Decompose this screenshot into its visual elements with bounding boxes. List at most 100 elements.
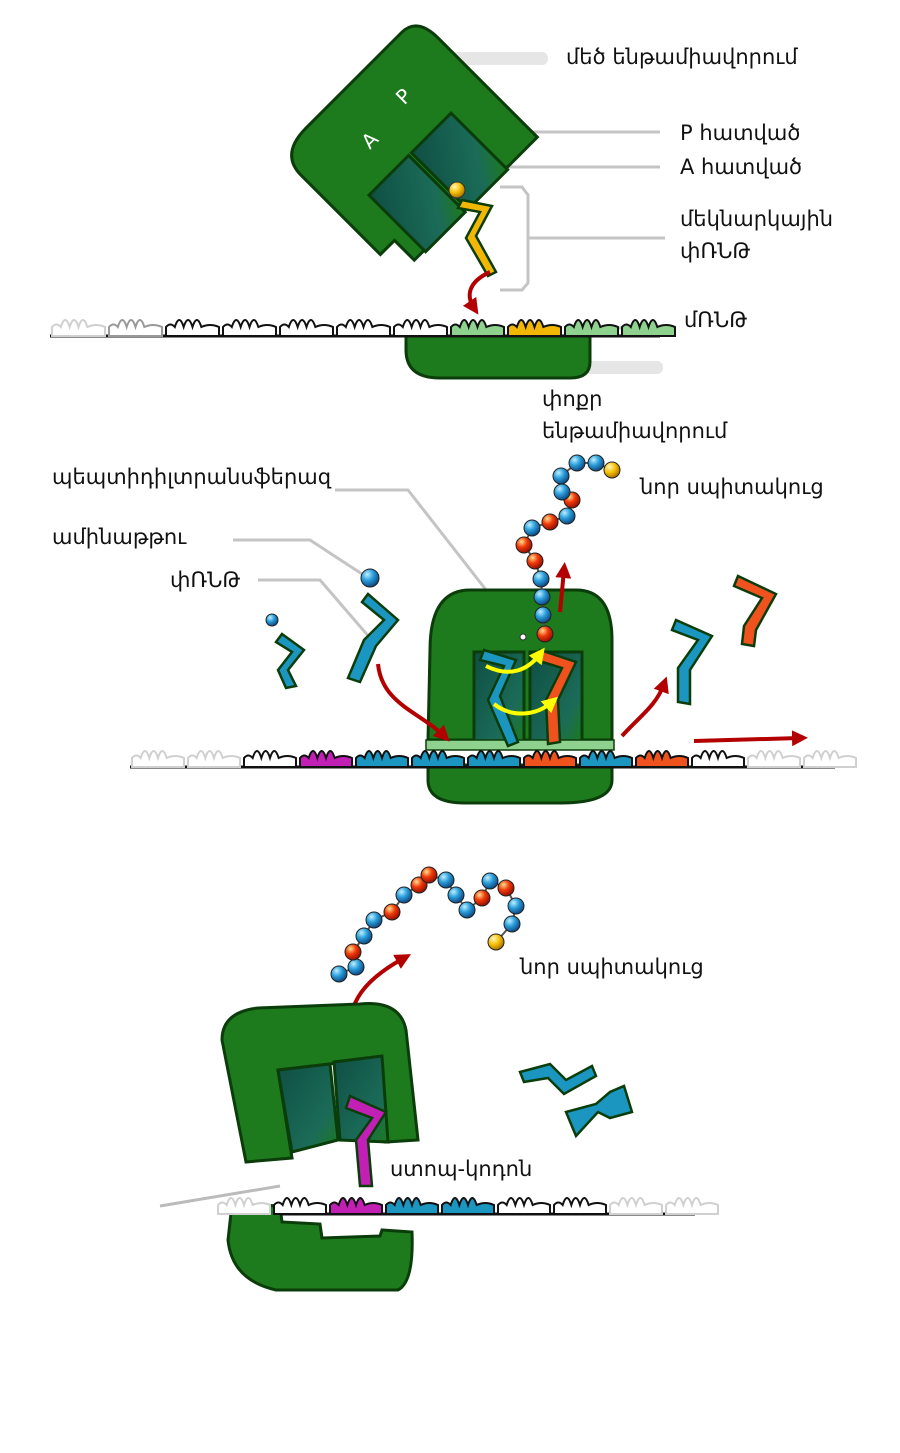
trna-label: փՌՆԹ xyxy=(170,568,240,592)
initiator-trna-label-2: փՌՆԹ xyxy=(680,239,750,263)
mrna2-codon-7 xyxy=(523,750,577,768)
new-protein-label-2: նոր սպիտակուց xyxy=(519,955,704,979)
entry-arrow-icon xyxy=(376,663,450,742)
a-site-pocket xyxy=(366,153,468,254)
peptidyl-transferase-leader xyxy=(335,488,524,637)
chain1-bead-3 xyxy=(532,570,550,588)
chain2-bead-10 xyxy=(447,886,465,904)
stop-codon-label: ստոպ-կոդոն xyxy=(390,1157,532,1181)
peptide-exit-arrow-icon xyxy=(555,562,572,613)
chain1-bead-10 xyxy=(553,483,571,501)
chain1-bead-14 xyxy=(603,461,621,479)
large-subunit xyxy=(290,24,540,263)
mrna3-codon-0 xyxy=(217,1197,271,1215)
chain1-bead-6 xyxy=(523,519,541,537)
initiator-trna xyxy=(456,198,498,278)
mrna1-codon-1 xyxy=(108,319,163,337)
trna-leader xyxy=(258,578,372,639)
mrna-channel xyxy=(425,739,615,751)
mrna2-codon-5 xyxy=(411,750,465,768)
a-site-label: A հատված xyxy=(680,155,802,179)
mrna2-codon-1 xyxy=(187,750,241,768)
small-subunit-label-1: փոքր xyxy=(542,387,602,411)
amino-acid-bead xyxy=(360,568,380,588)
chain2-bead-8 xyxy=(420,866,438,884)
chain2-bead-1 xyxy=(347,958,365,976)
translocation-arrow-icon xyxy=(492,696,559,716)
chain2-bead-0 xyxy=(330,965,348,983)
free-trna-1 xyxy=(518,1062,598,1096)
chain2-bead-2 xyxy=(344,943,362,961)
mrna2-codon-10 xyxy=(691,750,745,768)
mrna2-codon-12 xyxy=(803,750,857,768)
chain2-bead-11 xyxy=(458,901,476,919)
p-site-pocket xyxy=(409,110,510,212)
chain2-bead-14 xyxy=(497,879,515,897)
exit-arrow-icon xyxy=(620,676,669,738)
mrna2-codon-8 xyxy=(579,750,633,768)
mrna2-codon-4 xyxy=(355,750,409,768)
p-site-pocket-3 xyxy=(276,1062,340,1154)
chain2-bead-15 xyxy=(507,897,525,915)
mrna1-codon-7 xyxy=(450,319,505,337)
small-subunit xyxy=(404,334,592,380)
mrna1-codon-5 xyxy=(336,319,391,337)
chain2-bead-17 xyxy=(487,933,505,951)
mrna3-codon-6 xyxy=(553,1197,607,1215)
new-protein-chain-2 xyxy=(330,866,525,983)
mrna1-codon-8 xyxy=(507,319,562,337)
mrna1-codon-2 xyxy=(165,319,220,337)
mrna3-codon-8 xyxy=(665,1197,719,1215)
chain1-bead-4 xyxy=(526,552,544,570)
chain2-bead-3 xyxy=(355,927,373,945)
mrna-strand-3 xyxy=(159,1184,719,1216)
binding-arrow-icon xyxy=(462,270,491,315)
mrna2-codon-2 xyxy=(243,750,297,768)
mrna1-codon-0 xyxy=(51,319,106,337)
p-site-label: P հատված xyxy=(680,121,800,145)
mrna2-codon-0 xyxy=(131,750,185,768)
new-protein-label-1: նոր սպիտակուց xyxy=(639,475,824,499)
incoming-trna xyxy=(346,592,400,684)
mrna3-codon-2 xyxy=(329,1197,383,1215)
chain1-bead-12 xyxy=(568,454,586,472)
chain2-bead-16 xyxy=(503,915,521,933)
chain2-bead-6 xyxy=(395,886,413,904)
chain1-bead-7 xyxy=(541,513,559,531)
mrna3-codon-4 xyxy=(441,1197,495,1215)
initiator-trna-label-1: մեկնարկային xyxy=(680,207,833,231)
mrna2-codon-3 xyxy=(299,750,353,768)
peptidyl-transferase-label: պեպտիդիլտրանսֆերազ xyxy=(52,465,332,489)
panel-elongation xyxy=(130,454,857,805)
free-trna-2 xyxy=(564,1084,634,1139)
mrna3-codon-3 xyxy=(385,1197,439,1215)
free-trna xyxy=(274,632,306,690)
chain2-bead-5 xyxy=(383,903,401,921)
mrna3-codon-1 xyxy=(273,1197,327,1215)
chain1-bead-2 xyxy=(533,588,551,606)
exiting-trna-orange xyxy=(732,574,778,648)
chain2-bead-12 xyxy=(473,889,491,907)
chain1-bead-11 xyxy=(552,467,570,485)
small-subunit-leader xyxy=(585,361,663,374)
mrna-strand-1 xyxy=(50,319,676,338)
mrna1-codon-10 xyxy=(621,319,676,337)
exiting-trna-blue xyxy=(670,618,714,706)
mrna2-codon-11 xyxy=(747,750,801,768)
mrna-direction-arrow-icon xyxy=(693,730,808,747)
chain1-bead-1 xyxy=(534,606,552,624)
chain2-bead-13 xyxy=(481,872,499,890)
elongating-ribosome-small xyxy=(426,763,614,805)
chain2-bead-4 xyxy=(365,911,383,929)
a-site-pocket-3 xyxy=(332,1054,390,1144)
panel-initiation: A P xyxy=(50,24,676,380)
amino-acid-leader xyxy=(233,538,363,576)
mrna3-codon-5 xyxy=(497,1197,551,1215)
mrna1-codon-3 xyxy=(222,319,277,337)
amino-acid-label: ամինաթթու xyxy=(52,525,187,549)
small-subunit-label-2: ենթամիավորում xyxy=(542,419,728,443)
mrna1-codon-4 xyxy=(279,319,334,337)
panel-termination xyxy=(159,866,719,1292)
new-protein-chain-1 xyxy=(515,454,621,643)
mrna2-codon-6 xyxy=(467,750,521,768)
